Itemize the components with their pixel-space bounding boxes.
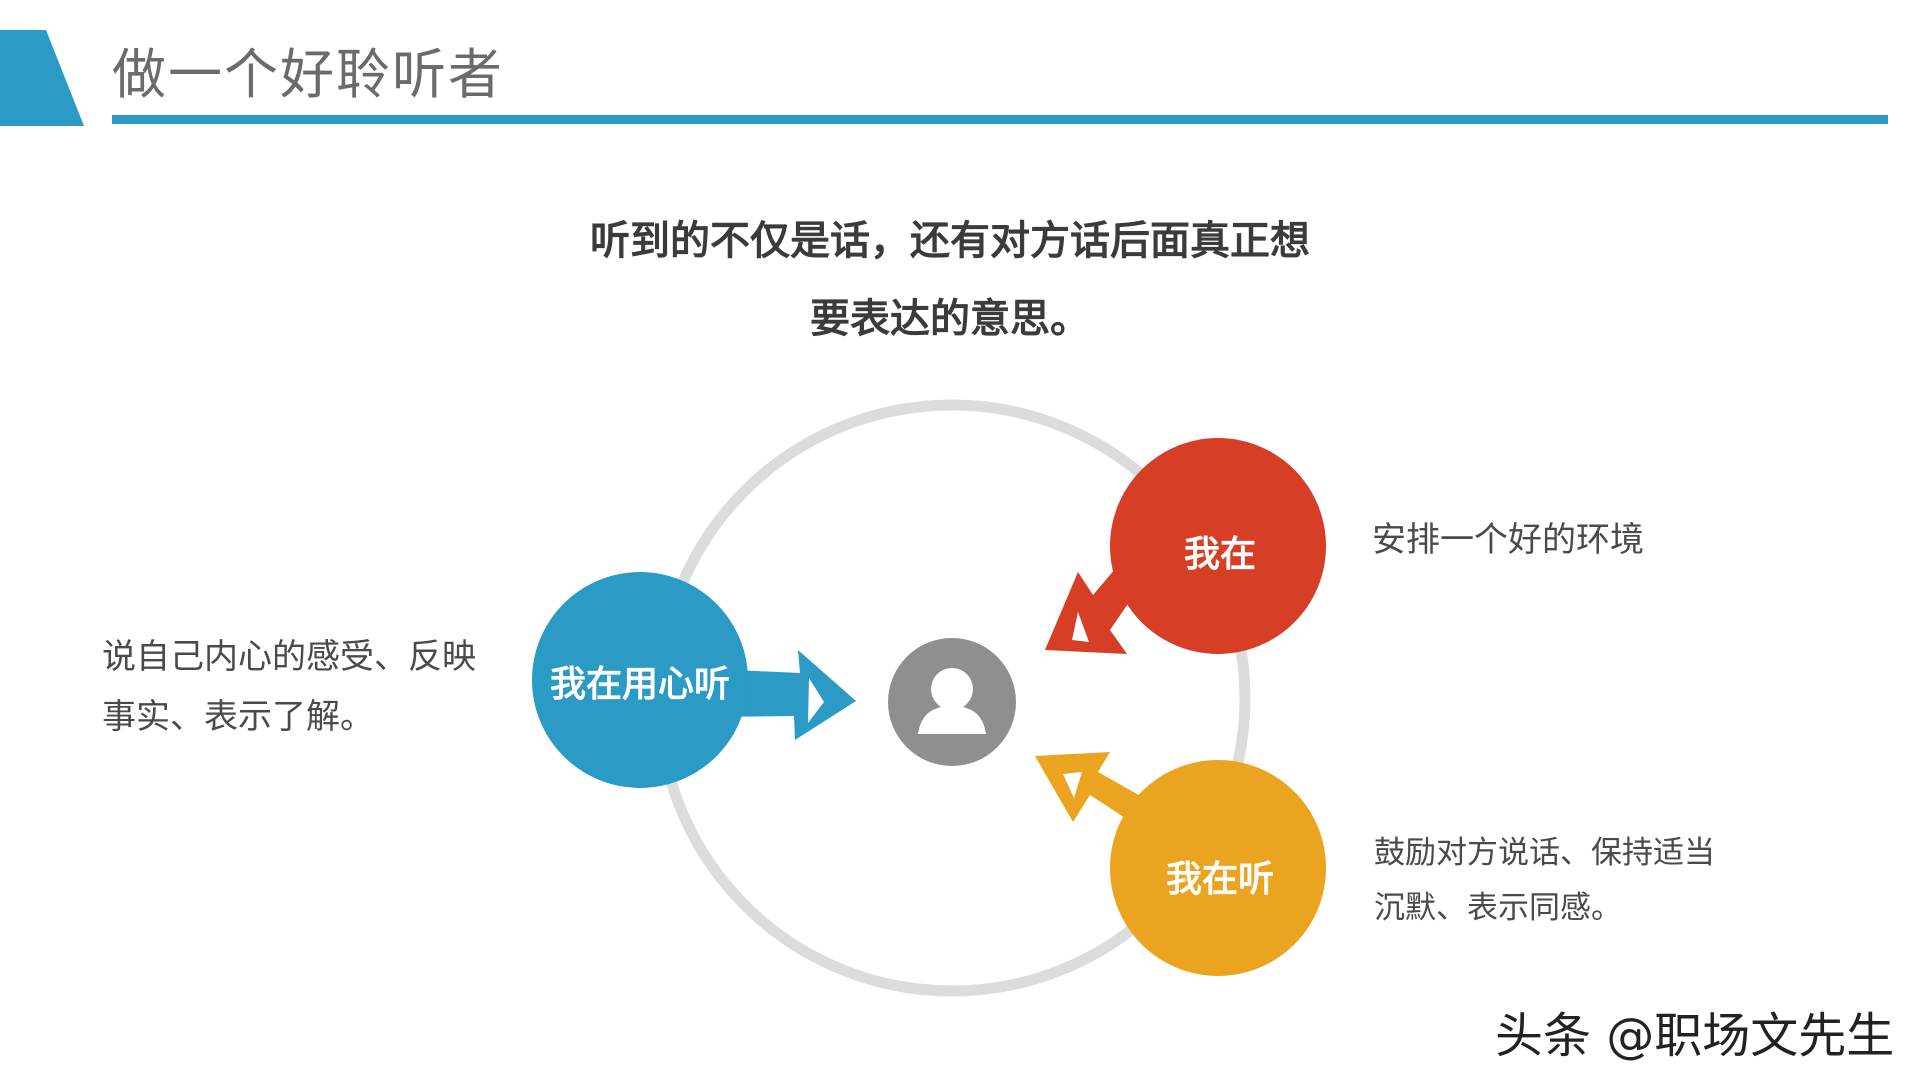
node-circle-blue — [532, 572, 748, 788]
title-tab-decoration — [0, 30, 84, 126]
description-yellow: 鼓励对方说话、保持适当 沉默、表示同感。 — [1374, 826, 1715, 936]
arrow-blue-notch — [808, 678, 824, 723]
description-red-line-1: 安排一个好的环境 — [1372, 520, 1644, 560]
watermark: 头条 @职场文先生 — [1495, 1008, 1895, 1064]
description-blue-line-1: 说自己内心的感受、反映 — [102, 637, 476, 677]
headline: 听到的不仅是话，还有对方话后面真正想 要表达的意思。 — [450, 202, 1450, 358]
node-label-red: 我在 — [1183, 534, 1256, 575]
headline-line-1: 听到的不仅是话，还有对方话后面真正想 — [590, 218, 1310, 264]
description-blue-line-2: 事实、表示了解。 — [102, 697, 374, 737]
title-underline — [112, 115, 1888, 124]
node-label-blue: 我在用心听 — [549, 664, 730, 705]
headline-line-2: 要表达的意思。 — [810, 296, 1090, 342]
description-red: 安排一个好的环境 — [1372, 510, 1644, 570]
page-title: 做一个好聆听者 — [112, 43, 504, 106]
node-label-yellow: 我在听 — [1165, 859, 1274, 900]
arrow-red-notch — [1072, 612, 1089, 642]
node-circle-red — [1110, 438, 1326, 654]
node-circle-yellow — [1110, 760, 1326, 976]
arrow-yellow-notch — [1063, 772, 1082, 798]
description-yellow-line-2: 沉默、表示同感。 — [1374, 890, 1622, 926]
description-yellow-line-1: 鼓励对方说话、保持适当 — [1374, 835, 1715, 871]
user-icon — [918, 668, 986, 734]
description-blue: 说自己内心的感受、反映 事实、表示了解。 — [102, 627, 476, 747]
